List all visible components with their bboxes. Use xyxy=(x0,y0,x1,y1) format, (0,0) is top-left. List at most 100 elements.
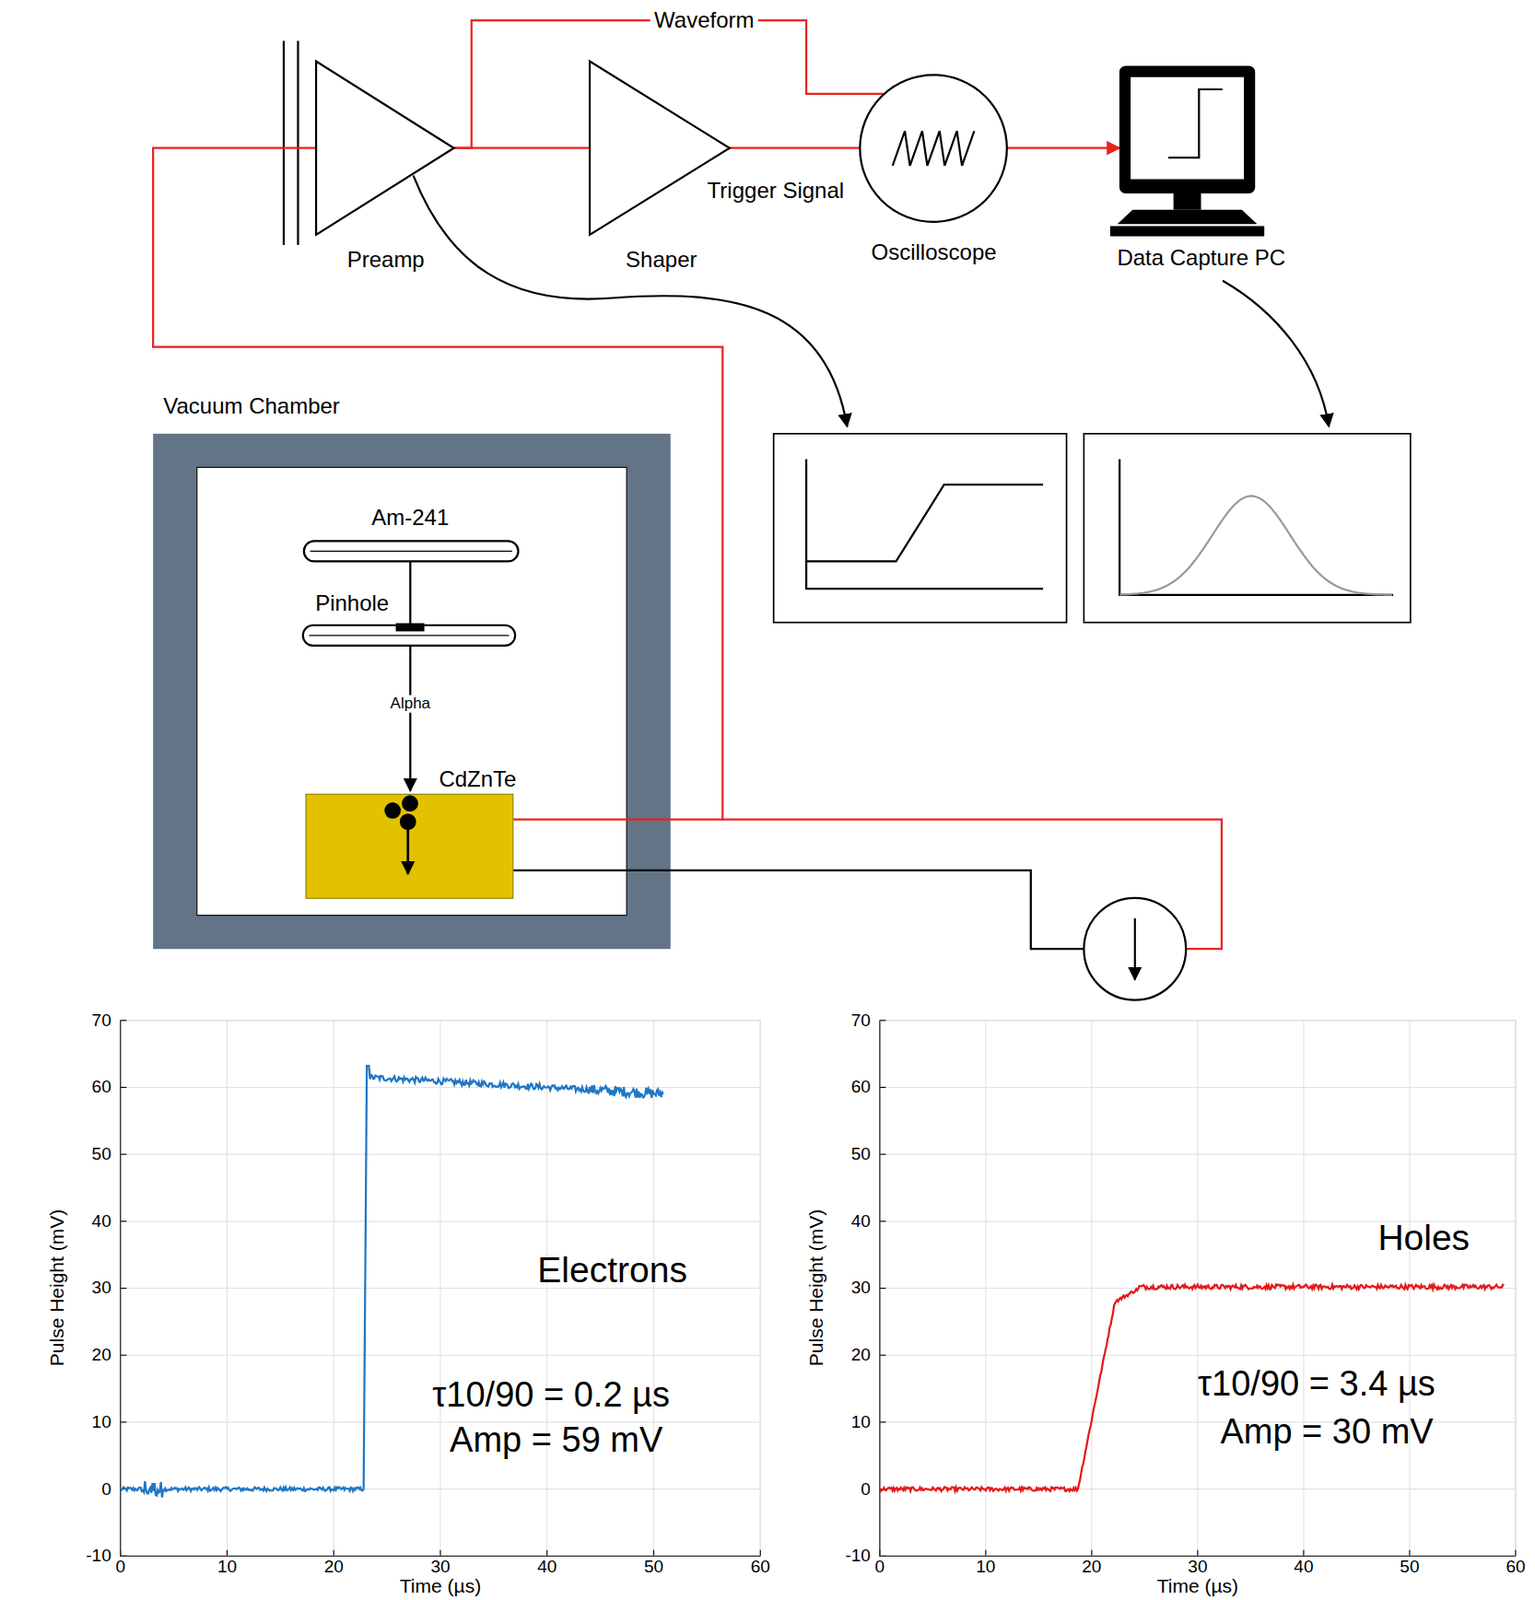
tick-label: 0 xyxy=(115,1558,126,1578)
node-box: Vacuum ChamberAm-241PinholeCdZnTe xyxy=(152,387,674,951)
tick-label: -10 xyxy=(844,1546,870,1567)
tick-mark xyxy=(879,1288,887,1289)
tick-mark xyxy=(120,1288,128,1289)
tick-mark xyxy=(879,1220,887,1222)
tick-label: 10 xyxy=(851,1412,871,1432)
node-label: Preamp xyxy=(347,247,425,272)
monitor-screen xyxy=(1130,77,1244,180)
plot-annotation: Holes xyxy=(1377,1218,1470,1258)
node-label: Oscilloscope xyxy=(871,239,997,264)
node-shape xyxy=(1091,60,1312,276)
node-box: Data Capture PC xyxy=(1091,60,1312,276)
tick-label: 20 xyxy=(324,1558,344,1578)
tick-label: 50 xyxy=(1399,1558,1419,1578)
tick-label: 40 xyxy=(1293,1558,1313,1578)
tick-mark xyxy=(1408,1550,1410,1558)
node-label: CdZnTe xyxy=(438,767,516,792)
plot-annotation: Amp = 30 mV xyxy=(1219,1413,1433,1453)
grid-line xyxy=(879,1087,1516,1089)
bias-wire xyxy=(513,870,1084,950)
grid-line xyxy=(120,1019,762,1021)
inset-axes xyxy=(806,459,1043,590)
connector xyxy=(409,561,411,626)
tick-label: 40 xyxy=(851,1211,871,1231)
tick-mark xyxy=(333,1550,335,1558)
capacitor-plate xyxy=(296,40,299,246)
inset-box xyxy=(1083,433,1410,623)
chamber-wall xyxy=(152,433,671,950)
tick-label: 30 xyxy=(92,1278,112,1299)
node-label: Shaper xyxy=(625,247,697,272)
tick-label: 40 xyxy=(92,1211,112,1231)
current-source-arrow xyxy=(1134,918,1137,980)
spectrum-peak xyxy=(1119,495,1393,595)
tick-mark xyxy=(120,1154,128,1156)
inset-axes xyxy=(1119,459,1394,596)
node-box: Am-241 xyxy=(295,500,526,567)
connector xyxy=(729,147,861,150)
preamp-output-sketch xyxy=(806,484,1043,562)
grid-line xyxy=(120,1355,762,1357)
tick-mark xyxy=(879,1421,887,1423)
tick-mark xyxy=(879,1355,887,1357)
edge-label: Waveform xyxy=(650,8,758,33)
axis-title: Pulse Height (mV) xyxy=(46,1209,68,1367)
tick-label: 30 xyxy=(430,1558,450,1578)
tick-label: 30 xyxy=(851,1278,871,1299)
plot-area xyxy=(879,1020,1516,1558)
chamber-interior xyxy=(197,467,627,915)
tick-mark xyxy=(120,1421,128,1423)
callout-arrow xyxy=(1222,281,1329,427)
disc-line xyxy=(310,550,513,552)
tick-mark xyxy=(226,1550,228,1558)
current-source xyxy=(1083,898,1186,1001)
pinhole-aperture xyxy=(396,623,425,633)
tick-label: 40 xyxy=(537,1558,557,1578)
tick-mark xyxy=(1514,1550,1516,1558)
tick-label: 0 xyxy=(860,1479,871,1500)
amplifier-triangle xyxy=(589,60,730,235)
grid-line xyxy=(120,1220,762,1222)
tick-label: 10 xyxy=(92,1412,112,1432)
edge-label: Trigger Signal xyxy=(703,178,849,203)
oscilloscope-circle xyxy=(860,74,1008,223)
grid-line xyxy=(120,1154,762,1156)
step-icon xyxy=(1168,89,1223,158)
tick-mark xyxy=(439,1550,441,1558)
tick-label: 60 xyxy=(1505,1558,1525,1578)
plot-axes xyxy=(120,1020,762,1558)
disc-line xyxy=(309,635,510,637)
source-disc xyxy=(304,540,519,562)
monitor-neck xyxy=(1173,193,1202,211)
node-box: Shaper xyxy=(579,56,743,276)
tick-mark xyxy=(1090,1550,1092,1558)
axis-title: Time (µs) xyxy=(1157,1576,1239,1598)
plot-annotation: τ10/90 = 3.4 µs xyxy=(1197,1365,1436,1405)
tick-label: 60 xyxy=(750,1558,771,1578)
node-box: Oscilloscope xyxy=(856,71,1010,271)
connector xyxy=(454,147,590,150)
tick-label: 50 xyxy=(644,1558,664,1578)
tick-label: 0 xyxy=(101,1479,112,1500)
node-label: Pinhole xyxy=(315,590,389,615)
axis-title: Time (µs) xyxy=(399,1576,481,1598)
tick-mark xyxy=(1302,1550,1304,1558)
detector-crystal xyxy=(305,794,514,899)
plot-annotation: τ10/90 = 0.2 µs xyxy=(432,1376,670,1416)
tick-label: 50 xyxy=(851,1145,871,1165)
tick-label: 10 xyxy=(975,1558,996,1578)
plot-annotation: Electrons xyxy=(537,1251,688,1291)
connector xyxy=(152,148,723,821)
tick-mark xyxy=(879,1154,887,1156)
node-shape xyxy=(579,56,743,276)
tick-label: 70 xyxy=(851,1010,871,1031)
signal-trace xyxy=(879,1285,1504,1492)
drift-arrow xyxy=(407,828,411,874)
inset-box xyxy=(773,433,1067,623)
tick-label: 70 xyxy=(92,1010,112,1031)
tick-mark xyxy=(120,1355,128,1357)
edge-label: Alpha xyxy=(386,695,434,714)
